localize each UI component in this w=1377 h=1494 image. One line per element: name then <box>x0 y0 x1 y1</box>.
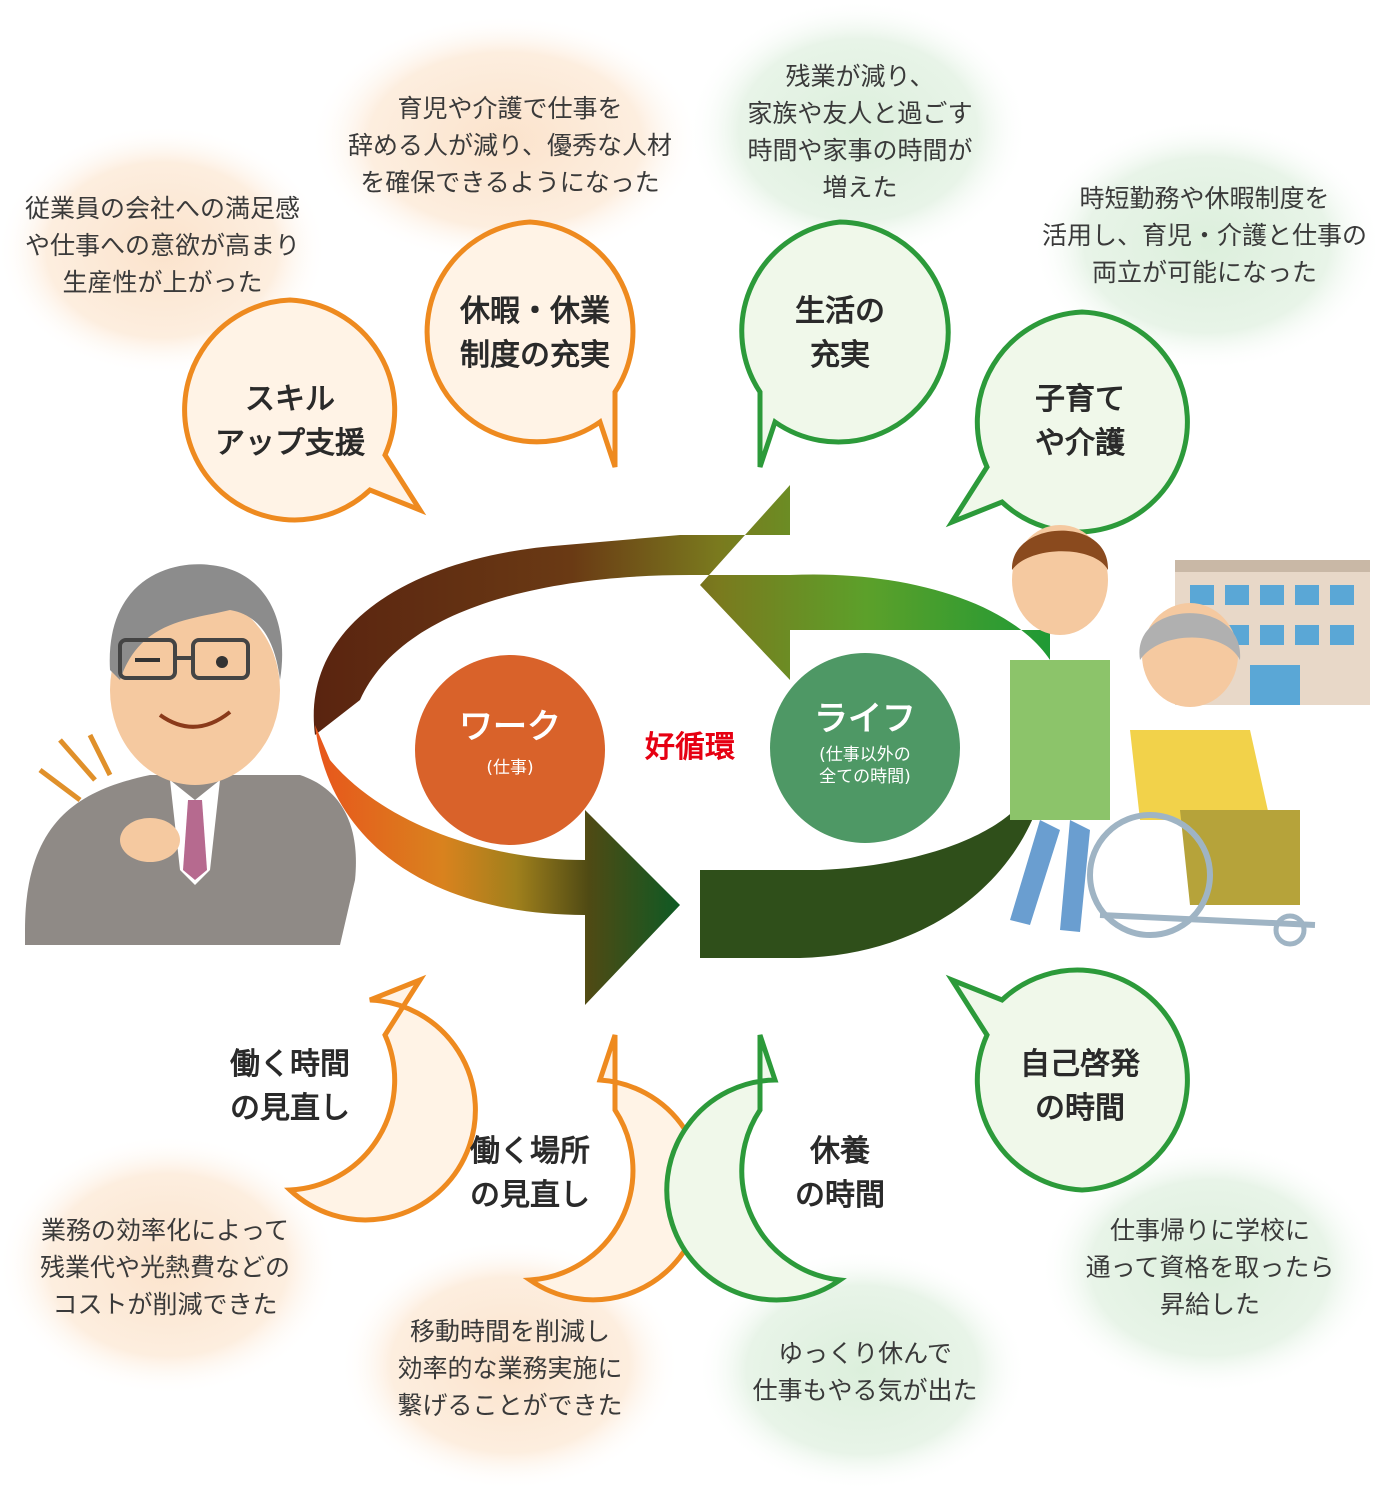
label-line2: の見直し <box>470 1178 590 1213</box>
note-line: 活用し、育児・介護と仕事の <box>1041 221 1367 250</box>
label-life-fulfillment: 生活の 充実 <box>740 290 940 378</box>
note-line: 増えた <box>822 173 898 202</box>
bubble-life-fulfillment <box>739 219 951 468</box>
label-line2: や介護 <box>1035 426 1125 461</box>
label-line2: 制度の充実 <box>460 338 610 373</box>
label-line1: 休養 <box>810 1134 870 1169</box>
work-circle <box>415 655 605 845</box>
note-line: 効率的な業務実施に <box>397 1354 623 1383</box>
cycle-label: 好循環 <box>645 730 735 765</box>
label-line2: の時間 <box>1035 1091 1125 1126</box>
life-title: ライフ <box>814 699 916 739</box>
note-self-development: 仕事帰りに学校に 通って資格を取ったら 昇給した <box>1045 1212 1375 1323</box>
bubble-working-hours <box>283 974 478 1223</box>
note-cloud <box>1040 1143 1377 1393</box>
life-sub: (仕事以外の 全ての時間) <box>785 744 945 788</box>
label-line1: 生活の <box>795 294 885 329</box>
label-line2: の時間 <box>795 1178 885 1213</box>
note-line: 家族や友人と過ごす <box>747 99 973 128</box>
label-line1: 働く場所 <box>470 1134 590 1169</box>
work-title: ワーク <box>459 707 561 747</box>
bubble-skill-up <box>182 297 427 523</box>
note-line: や仕事への意欲が高まり <box>24 231 300 260</box>
label-line1: 子育て <box>1035 382 1125 417</box>
note-working-hours: 業務の効率化によって 残業代や光熱費などの コストが削減できた <box>0 1212 330 1323</box>
note-work-place: 移動時間を削減し 効率的な業務実施に 繋げることができた <box>345 1313 675 1424</box>
note-rest-time: ゆっくり休んで 仕事もやる気が出た <box>700 1335 1030 1409</box>
label-skill-up: スキル アップ支援 <box>190 378 390 466</box>
note-line: 従業員の会社への満足感 <box>24 194 300 223</box>
note-line: コストが削減できた <box>52 1290 278 1319</box>
note-line: 時短勤務や休暇制度を <box>1079 184 1330 213</box>
note-skill-up: 従業員の会社への満足感 や仕事への意欲が高まり 生産性が上がった <box>0 190 325 301</box>
label-working-hours: 働く時間 の見直し <box>190 1043 390 1131</box>
note-line: 時間や家事の時間が <box>747 136 973 165</box>
note-cloud <box>697 1250 1027 1490</box>
note-line: 残業が減り、 <box>785 62 935 91</box>
note-line: 仕事帰りに学校に <box>1109 1216 1310 1245</box>
note-line: 生産性が上がった <box>62 268 263 297</box>
note-line: 通って資格を取ったら <box>1085 1253 1335 1282</box>
label-line1: スキル <box>245 382 335 417</box>
note-cloud <box>1032 120 1377 370</box>
note-cloud <box>340 1240 680 1490</box>
note-line: を確保できるようになった <box>360 168 660 197</box>
note-line: 昇給した <box>1159 1290 1260 1319</box>
label-line2: の見直し <box>230 1091 350 1126</box>
label-line1: 休暇・休業 <box>460 294 610 329</box>
caregiver-illustration <box>1010 525 1370 947</box>
note-cloud <box>688 0 1028 260</box>
note-childcare-nursing: 時短勤務や休暇制度を 活用し、育児・介護と仕事の 両立が可能になった <box>1032 180 1377 291</box>
note-line: 残業代や光熱費などの <box>39 1253 290 1282</box>
note-line: 繋げることができた <box>397 1391 623 1420</box>
bubble-leave-system <box>424 219 636 468</box>
cycle-arrow-bottom-right <box>700 790 1040 958</box>
note-cloud <box>310 15 700 265</box>
note-cloud <box>0 1135 338 1395</box>
work-sub: (仕事) <box>486 758 534 778</box>
note-line: ゆっくり休んで <box>778 1339 952 1368</box>
label-rest-time: 休養 の時間 <box>740 1130 940 1218</box>
note-leave-system: 育児や介護で仕事を 辞める人が減り、優秀な人材 を確保できるようになった <box>320 90 700 201</box>
label-self-development: 自己啓発 の時間 <box>980 1043 1180 1131</box>
note-line: 移動時間を削減し <box>409 1317 610 1346</box>
label-childcare-nursing: 子育て や介護 <box>980 378 1180 466</box>
note-line: 仕事もやる気が出た <box>752 1376 978 1405</box>
cycle-arrow-bottom <box>315 725 680 1005</box>
bubble-work-place <box>522 1034 706 1303</box>
label-line1: 自己啓発 <box>1020 1047 1140 1082</box>
cycle-arrow-top <box>313 485 1050 735</box>
label-line1: 働く時間 <box>230 1047 350 1082</box>
note-line: 育児や介護で仕事を <box>397 94 623 123</box>
bubble-rest-time <box>664 1034 847 1303</box>
note-line: 両立が可能になった <box>1091 258 1317 287</box>
label-line2: アップ支援 <box>215 426 365 461</box>
note-line: 辞める人が減り、優秀な人材 <box>347 131 672 160</box>
label-work-place: 働く場所 の見直し <box>430 1130 630 1218</box>
label-leave-system: 休暇・休業 制度の充実 <box>425 290 645 378</box>
businessman-illustration <box>25 564 356 945</box>
note-life-fulfillment: 残業が減り、 家族や友人と過ごす 時間や家事の時間が 増えた <box>690 58 1030 206</box>
life-circle <box>770 653 960 843</box>
life-sub-line1: (仕事以外の <box>819 745 911 765</box>
label-line2: 充実 <box>810 338 870 373</box>
bubble-self-development <box>945 967 1190 1193</box>
note-line: 業務の効率化によって <box>40 1216 289 1245</box>
life-sub-line2: 全ての時間) <box>819 767 911 787</box>
